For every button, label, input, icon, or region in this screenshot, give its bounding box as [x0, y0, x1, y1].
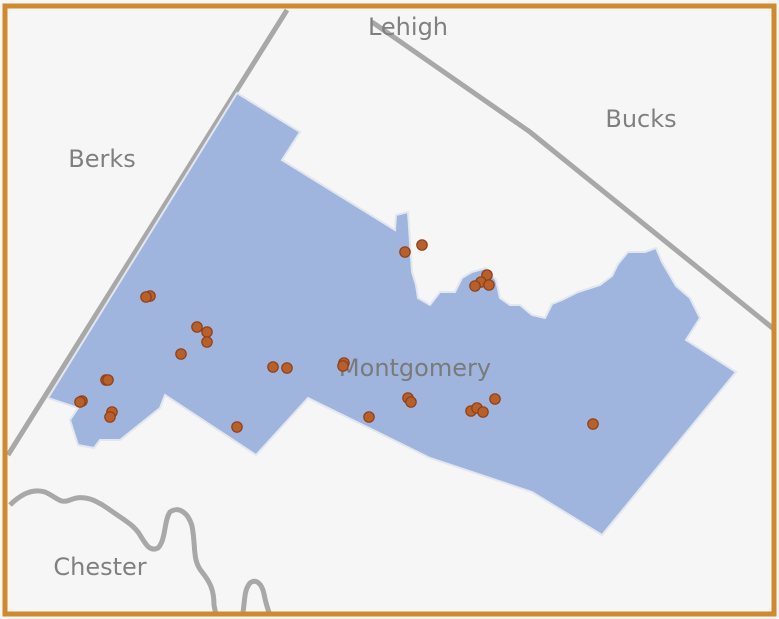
location-marker[interactable] [405, 396, 417, 408]
montgomery-county-region[interactable] [46, 91, 738, 537]
county-boundaries [5, 8, 777, 616]
lehigh-label: Lehigh [368, 13, 448, 41]
chester-boundary [8, 488, 219, 616]
berks-montgomery-boundary [5, 8, 290, 457]
location-marker[interactable] [399, 246, 411, 258]
location-marker[interactable] [483, 279, 495, 291]
location-markers [74, 239, 599, 433]
location-marker[interactable] [337, 360, 349, 372]
location-marker[interactable] [363, 411, 375, 423]
chester-label: Chester [53, 553, 146, 581]
location-marker[interactable] [281, 362, 293, 374]
map-frame-border [2, 3, 777, 617]
lehigh-bucks-boundary [370, 19, 777, 332]
location-marker[interactable] [416, 239, 428, 251]
location-marker[interactable] [201, 326, 213, 338]
location-marker[interactable] [74, 396, 86, 408]
montgomery-label: Montgomery [339, 354, 491, 382]
location-marker[interactable] [140, 291, 152, 303]
location-marker[interactable] [489, 393, 501, 405]
location-marker[interactable] [102, 374, 114, 386]
berks-label: Berks [68, 145, 136, 173]
location-marker[interactable] [175, 348, 187, 360]
location-marker[interactable] [587, 418, 599, 430]
location-marker[interactable] [469, 280, 481, 292]
location-marker[interactable] [191, 321, 203, 333]
bucks-label: Bucks [605, 105, 676, 133]
location-marker[interactable] [267, 361, 279, 373]
location-marker[interactable] [477, 406, 489, 418]
chester-inner-boundary [240, 578, 273, 616]
location-marker[interactable] [231, 421, 243, 433]
location-marker[interactable] [104, 411, 116, 423]
location-marker[interactable] [201, 336, 213, 348]
